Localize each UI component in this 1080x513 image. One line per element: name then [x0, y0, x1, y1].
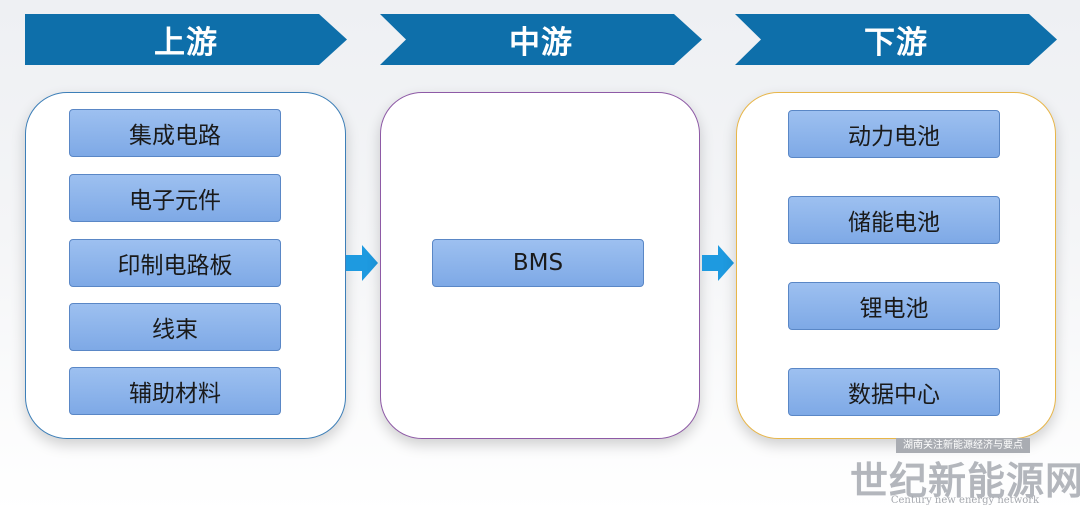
watermark-logo-text: 世纪新能源网	[850, 458, 1080, 503]
header-midstream-label: 中游	[509, 25, 573, 61]
header-downstream: 下游	[735, 14, 1057, 65]
chevron-banner-shape	[380, 14, 702, 65]
upstream-item: 线束	[69, 303, 281, 351]
header-upstream: 上游	[25, 14, 347, 65]
upstream-panel: 集成电路 电子元件 印制电路板 线束 辅助材料	[25, 92, 346, 439]
chevron-banner-shape	[25, 14, 347, 65]
downstream-item: 锂电池	[788, 282, 1000, 330]
midstream-panel: BMS	[380, 92, 700, 439]
downstream-item: 动力电池	[788, 110, 1000, 158]
header-midstream: 中游	[380, 14, 702, 65]
downstream-panel: 动力电池 储能电池 锂电池 数据中心	[736, 92, 1056, 439]
watermark-english: Century new energy network	[890, 495, 1040, 506]
arrow-right-icon	[346, 245, 378, 281]
upstream-item: 集成电路	[69, 109, 281, 157]
chevron-banner-shape	[735, 14, 1057, 65]
upstream-item: 印制电路板	[69, 239, 281, 287]
midstream-item: BMS	[432, 239, 644, 287]
upstream-item: 电子元件	[69, 174, 281, 222]
header-upstream-label: 上游	[154, 25, 218, 61]
downstream-item: 数据中心	[788, 368, 1000, 416]
header-downstream-label: 下游	[864, 25, 928, 61]
upstream-item: 辅助材料	[69, 367, 281, 415]
downstream-item: 储能电池	[788, 196, 1000, 244]
arrow-right-icon	[702, 245, 734, 281]
watermark-tagline: 湖南关注新能源经济与要点	[896, 438, 1030, 453]
